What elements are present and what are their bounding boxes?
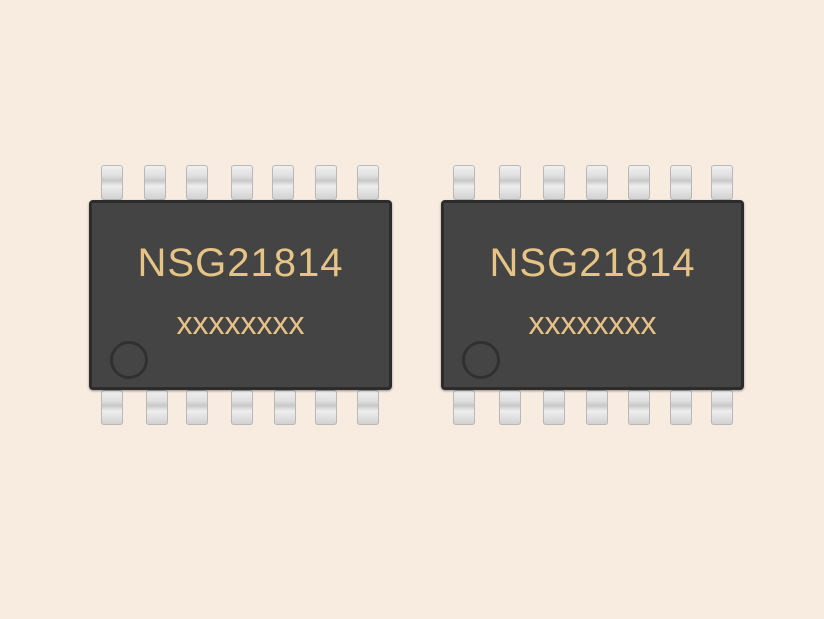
pin <box>543 165 565 200</box>
pin <box>711 390 733 425</box>
pin <box>670 165 692 200</box>
pin <box>101 165 123 200</box>
pin <box>101 390 123 425</box>
pin <box>543 390 565 425</box>
pin <box>628 165 650 200</box>
pin <box>146 390 168 425</box>
pin <box>586 390 608 425</box>
pin <box>453 165 475 200</box>
pin <box>453 390 475 425</box>
part-number: NSG21814 <box>489 241 696 285</box>
pin <box>315 390 337 425</box>
part-number: NSG21814 <box>137 241 344 285</box>
pin1-marker-icon <box>462 341 500 379</box>
ic-chip-2: NSG21814 xxxxxxxx <box>441 165 746 425</box>
lot-code: xxxxxxxx <box>528 305 657 341</box>
pin <box>499 165 521 200</box>
pin <box>357 165 379 200</box>
pin <box>586 165 608 200</box>
pin <box>711 165 733 200</box>
lot-code: xxxxxxxx <box>176 305 305 341</box>
pin <box>274 390 296 425</box>
pin <box>315 165 337 200</box>
chip-package: NSG21814 xxxxxxxx <box>89 200 392 390</box>
pin <box>186 390 208 425</box>
pin <box>231 165 253 200</box>
pin1-marker-icon <box>110 341 148 379</box>
pin <box>231 390 253 425</box>
pin <box>670 390 692 425</box>
pin <box>628 390 650 425</box>
pin <box>144 165 166 200</box>
chip-package: NSG21814 xxxxxxxx <box>441 200 744 390</box>
pin <box>186 165 208 200</box>
pin <box>499 390 521 425</box>
pin <box>357 390 379 425</box>
ic-chip-1: NSG21814 xxxxxxxx <box>89 165 394 425</box>
pin <box>272 165 294 200</box>
